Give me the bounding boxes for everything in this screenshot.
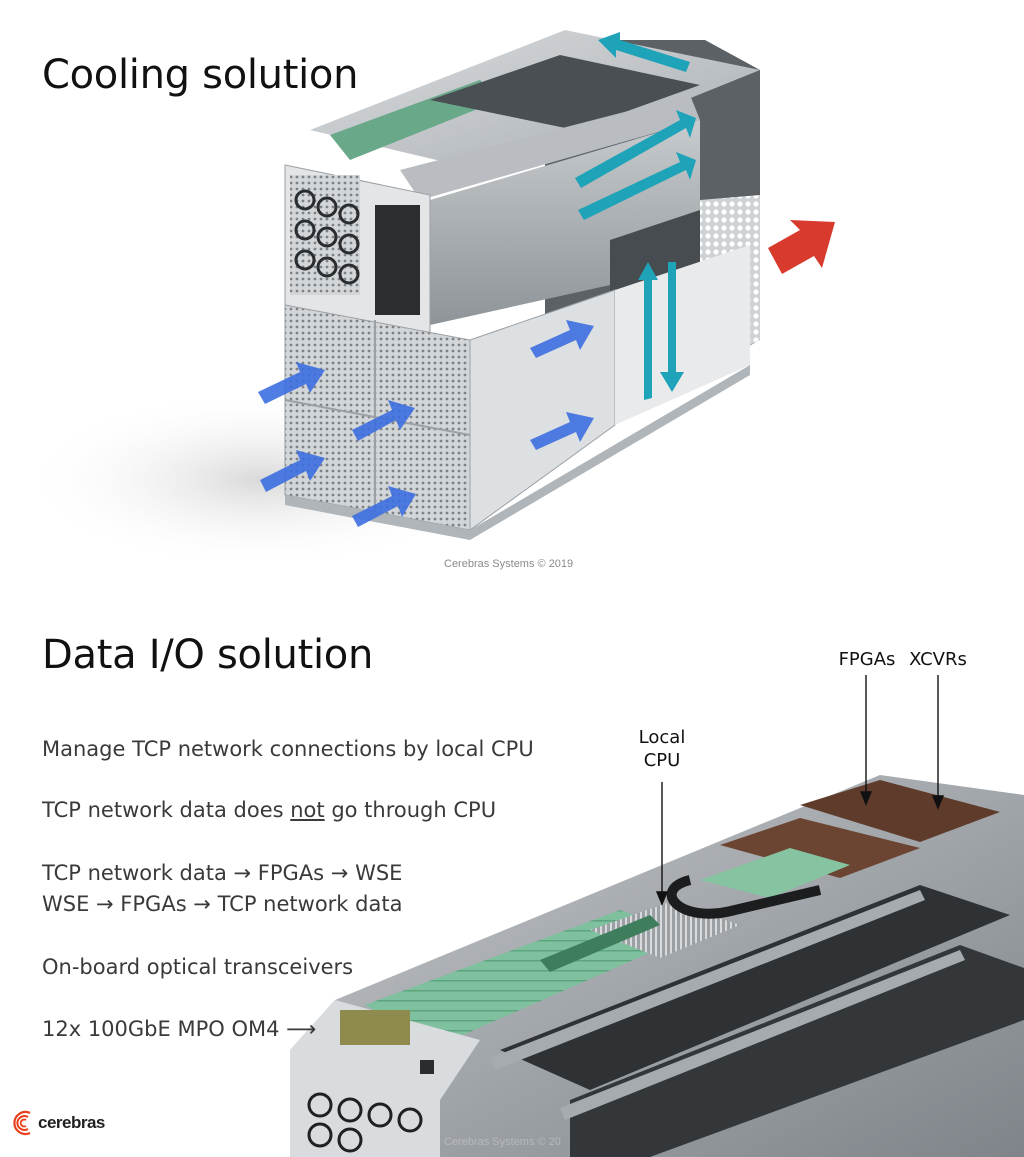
callout-xcvrs: XCVRs bbox=[909, 649, 967, 670]
cerebras-logo: cerebras bbox=[10, 1108, 105, 1138]
cooling-slide: Cooling solution bbox=[20, 30, 835, 570]
callout-fpgas: FPGAs bbox=[838, 649, 896, 670]
logo-wordmark: cerebras bbox=[38, 1113, 105, 1132]
psu-slot bbox=[375, 205, 420, 315]
bullet-mpo-ports: 12x 100GbE MPO OM4 ⟶ bbox=[42, 1017, 317, 1041]
callout-local-cpu: Local CPU bbox=[638, 727, 686, 771]
intake-airflow-arrows bbox=[258, 320, 594, 527]
page-title: Cooling solution bbox=[42, 52, 359, 98]
page-title: Data I/O solution bbox=[42, 632, 373, 678]
bullet-optical-transceivers: On-board optical transceivers bbox=[42, 955, 354, 979]
coolant-hose bbox=[666, 875, 822, 919]
status-indicator bbox=[420, 1060, 434, 1074]
aux-board bbox=[700, 848, 850, 898]
top-cover bbox=[430, 55, 700, 130]
module-cover-1 bbox=[500, 885, 1010, 1090]
data-io-slide: Data I/O solution bbox=[0, 580, 1024, 1157]
mpo-connectors bbox=[340, 1010, 410, 1045]
top-rail bbox=[400, 95, 700, 200]
callout-pointers bbox=[655, 675, 945, 906]
bullet-data-path-out: WSE → FPGAs → TCP network data bbox=[42, 892, 403, 916]
internal-airflow-arrows bbox=[575, 32, 696, 400]
chassis-front bbox=[290, 1000, 480, 1157]
bullet-data-path-in: TCP network data → FPGAs → WSE bbox=[42, 861, 403, 885]
cooling-system-illustration bbox=[20, 30, 835, 570]
front-fans bbox=[307, 1092, 423, 1153]
memory-modules bbox=[540, 915, 660, 972]
module-cover-2 bbox=[570, 945, 1024, 1157]
fan-blades bbox=[294, 189, 360, 285]
bullet-not-through-cpu: TCP network data does not go through CPU bbox=[42, 798, 497, 822]
cerebras-logo-icon bbox=[13, 1110, 31, 1136]
copyright-credit: Cerebras Systems © 20 bbox=[444, 1136, 561, 1148]
bullet-local-cpu: Manage TCP network connections by local … bbox=[42, 737, 534, 761]
fpga-board bbox=[800, 780, 1000, 842]
exhaust-airflow-arrow bbox=[768, 220, 835, 274]
copyright-credit: Cerebras Systems © 2019 bbox=[444, 558, 574, 570]
xcvr-board bbox=[720, 818, 920, 878]
chassis-base bbox=[285, 365, 750, 540]
data-io-illustration bbox=[290, 675, 1024, 1157]
